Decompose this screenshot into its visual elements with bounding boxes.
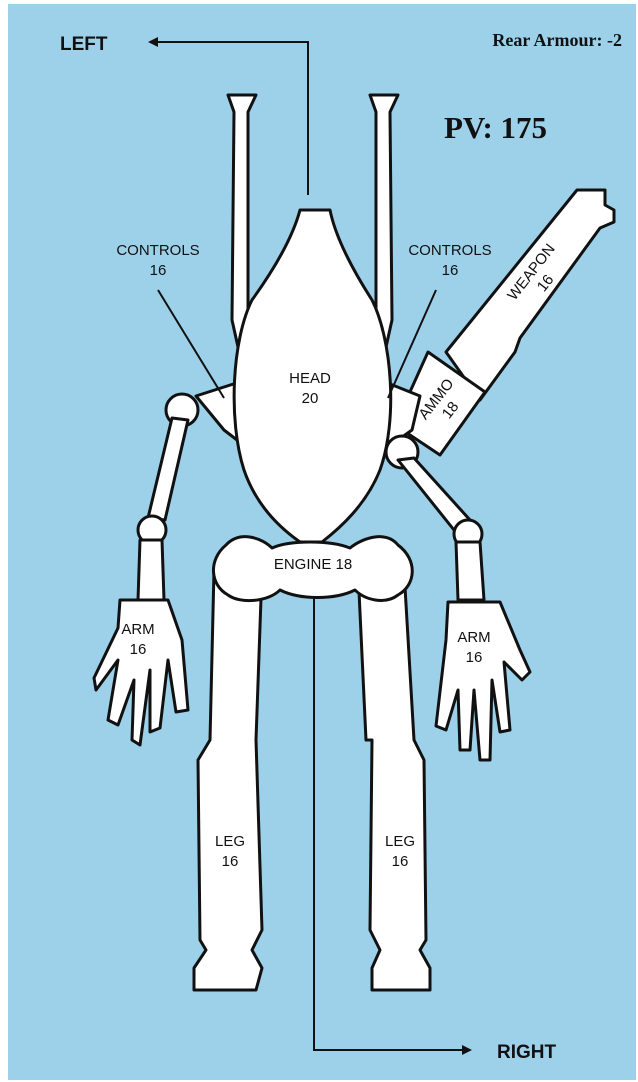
left-leg bbox=[194, 570, 262, 990]
right-leg-value: 16 bbox=[392, 853, 409, 870]
head-label-value: 20 bbox=[302, 390, 319, 407]
right-controls-name: CONTROLS bbox=[408, 242, 491, 259]
rear-armour-text: Rear Armour: -2 bbox=[492, 30, 622, 50]
engine-label: ENGINE 18 bbox=[274, 556, 352, 573]
left-controls-leader bbox=[158, 290, 224, 398]
left-arm-value: 16 bbox=[130, 641, 147, 658]
left-leg-value: 16 bbox=[222, 853, 239, 870]
right-arm-name: ARM bbox=[457, 629, 490, 646]
right-arm-value: 16 bbox=[466, 649, 483, 666]
left-arrow bbox=[150, 42, 308, 195]
right-direction-label: RIGHT bbox=[497, 1042, 557, 1063]
left-arm-name: ARM bbox=[121, 621, 154, 638]
left-controls-name: CONTROLS bbox=[116, 242, 199, 259]
right-controls-value: 16 bbox=[442, 262, 459, 279]
right-leg-name: LEG bbox=[385, 833, 415, 850]
left-direction-label: LEFT bbox=[60, 34, 108, 55]
damage-location-card: HEAD 20 ENGINE 18 CONTROLS 16 CONTROLS 1… bbox=[8, 4, 636, 1080]
left-controls-value: 16 bbox=[150, 262, 167, 279]
left-arm bbox=[94, 394, 198, 745]
right-controls-label: CONTROLS 16 bbox=[408, 242, 491, 279]
right-leg bbox=[358, 570, 430, 990]
walker-diagram: HEAD 20 ENGINE 18 CONTROLS 16 CONTROLS 1… bbox=[8, 4, 636, 1080]
pv-text: PV: 175 bbox=[444, 110, 547, 145]
weapon-barrel bbox=[446, 190, 614, 400]
head-label-name: HEAD bbox=[289, 370, 331, 387]
left-controls-label: CONTROLS 16 bbox=[116, 242, 199, 279]
left-leg-name: LEG bbox=[215, 833, 245, 850]
